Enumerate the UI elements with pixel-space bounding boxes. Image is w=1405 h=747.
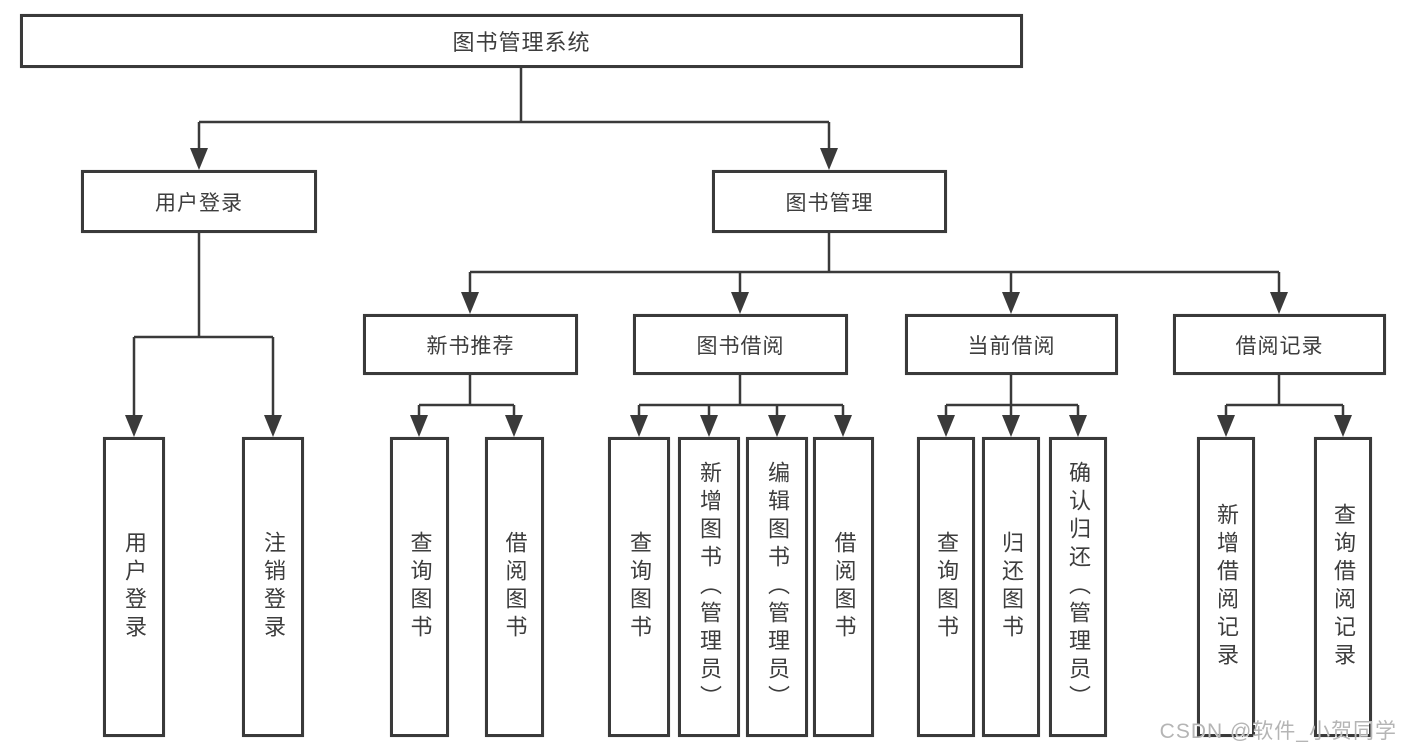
node-label: 查询图书 (934, 531, 959, 643)
arrowhead-icons (125, 148, 1352, 437)
node-label: 图书管理系统 (452, 30, 591, 55)
node-new-book-recommend: 新书推荐 (363, 314, 578, 375)
node-book-management: 图书管理 (712, 170, 947, 233)
leaf-edit-books-admin: 编辑图书（管理员） (746, 437, 808, 737)
node-label: 借阅图书 (502, 531, 528, 643)
node-label: 查询图书 (407, 531, 433, 643)
node-label: 新增图书（管理员） (697, 461, 722, 713)
watermark: CSDN @软件_小贺同学 (1159, 720, 1397, 743)
node-book-borrowing: 图书借阅 (633, 314, 848, 375)
leaf-borrow-books: 借阅图书 (813, 437, 874, 737)
node-current-borrowing: 当前借阅 (905, 314, 1118, 375)
node-label: 确认归还（管理员） (1066, 461, 1091, 713)
node-label: 查询借阅记录 (1331, 503, 1356, 671)
node-label: 用户登录 (122, 531, 147, 643)
node-label: 借阅图书 (831, 531, 857, 643)
node-root-system: 图书管理系统 (20, 14, 1023, 68)
node-label: 新增借阅记录 (1214, 503, 1239, 671)
leaf-add-borrow-record: 新增借阅记录 (1197, 437, 1255, 737)
node-label: 查询图书 (627, 531, 652, 643)
node-label: 借阅记录 (1235, 334, 1324, 358)
leaf-logout: 注销登录 (242, 437, 304, 737)
node-label: 图书借阅 (696, 334, 785, 358)
leaf-query-books-borrowing: 查询图书 (608, 437, 670, 737)
leaf-add-books-admin: 新增图书（管理员） (678, 437, 740, 737)
node-label: 新书推荐 (426, 334, 515, 358)
leaf-query-books-current: 查询图书 (917, 437, 975, 737)
node-borrow-records: 借阅记录 (1173, 314, 1386, 375)
leaf-return-books: 归还图书 (982, 437, 1040, 737)
node-label: 注销登录 (261, 531, 286, 643)
node-user-login-group: 用户登录 (81, 170, 317, 233)
leaf-query-books-recommend: 查询图书 (390, 437, 449, 737)
leaf-borrow-books-recommend: 借阅图书 (485, 437, 544, 737)
node-label: 用户登录 (155, 191, 243, 215)
node-label: 编辑图书（管理员） (765, 461, 790, 713)
node-label: 图书管理 (785, 191, 874, 215)
leaf-user-login: 用户登录 (103, 437, 165, 737)
leaf-query-borrow-record: 查询借阅记录 (1314, 437, 1372, 737)
leaf-confirm-return-admin: 确认归还（管理员） (1049, 437, 1107, 737)
node-label: 归还图书 (999, 531, 1024, 643)
node-label: 当前借阅 (967, 334, 1056, 358)
